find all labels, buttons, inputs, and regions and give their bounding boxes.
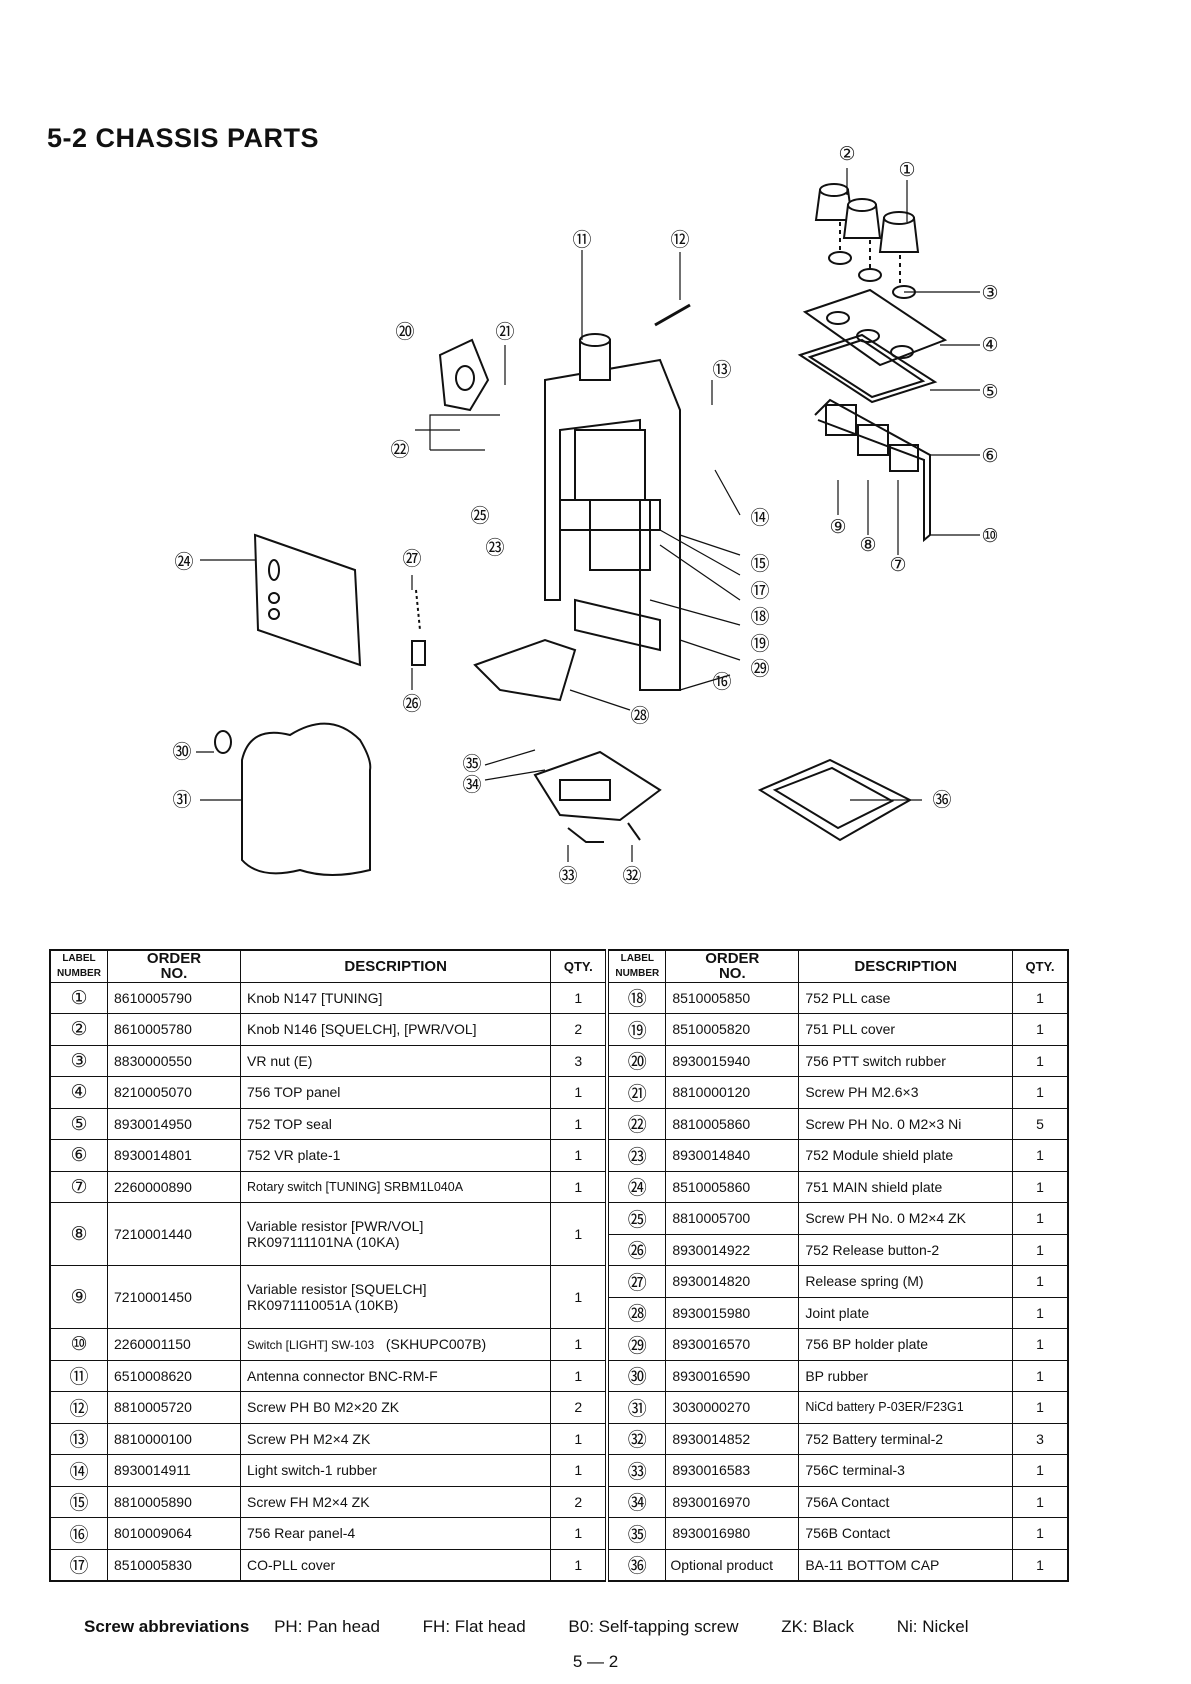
abbr-item: Ni: Nickel bbox=[896, 1617, 969, 1636]
diagram-label: ⑬ bbox=[712, 359, 731, 381]
diagram-label: ⑫ bbox=[670, 229, 689, 251]
diagram-label: ⑤ bbox=[981, 381, 998, 403]
col-qty-header: QTY. bbox=[550, 949, 608, 983]
diagram-label: ㉜ bbox=[622, 865, 641, 887]
col-qty-header: QTY. bbox=[1012, 949, 1069, 983]
diagram-label: ⑭ bbox=[750, 507, 769, 529]
diagram-label: ⑧ bbox=[859, 534, 876, 556]
page-title: 5-2 CHASSIS PARTS bbox=[47, 123, 320, 153]
diagram-label: ⑥ bbox=[981, 445, 998, 467]
diagram-label: ⑨ bbox=[829, 516, 846, 538]
page-number: 5 — 2 bbox=[572, 1652, 619, 1671]
diagram-label: ⑦ bbox=[889, 554, 906, 576]
abbr-item: ZK: Black bbox=[781, 1617, 854, 1636]
diagram-label: ㉘ bbox=[630, 705, 649, 727]
diagram-label: ㉑ bbox=[495, 321, 514, 343]
diagram-label: ⑯ bbox=[712, 671, 731, 693]
abbr-item: FH: Flat head bbox=[422, 1617, 526, 1636]
knob-group bbox=[814, 183, 920, 299]
diagram-label: ㉝ bbox=[558, 865, 577, 887]
diagram-label: ㉕ bbox=[470, 505, 489, 527]
col-description-header: DESCRIPTION bbox=[239, 949, 552, 983]
diagram-label: ㉞ bbox=[462, 774, 481, 796]
abbreviations-heading: Screw abbreviations bbox=[84, 1617, 250, 1636]
diagram-label: ⑪ bbox=[572, 229, 591, 251]
diagram-label: ㉔ bbox=[174, 551, 193, 573]
diagram-label: ㉟ bbox=[462, 753, 481, 775]
diagram-label: ④ bbox=[981, 334, 998, 356]
diagram-label: ③ bbox=[981, 282, 998, 304]
diagram-label: ⑲ bbox=[750, 633, 769, 655]
diagram-label: ㉙ bbox=[750, 658, 769, 680]
exploded-parts-diagram: ② ① ③ ④ ⑤ ⑥ ⑩ ⑨ ⑧ ⑦ ⑪ ⑫ ⑬ ⑳ ㉑ ㉒ ㉕ ㉓ ⑭ ⑮ … bbox=[172, 143, 998, 887]
diagram-label: ㊱ bbox=[932, 789, 951, 811]
diagram-label: ㉗ bbox=[402, 548, 421, 570]
diagram-label: ㉖ bbox=[402, 693, 421, 715]
diagram-label: ⑩ bbox=[981, 525, 998, 547]
diagram-label: ⑱ bbox=[750, 606, 769, 628]
diagram-label: ⑳ bbox=[395, 321, 414, 343]
diagram-label: ② bbox=[838, 143, 855, 165]
diagram-label: ⑮ bbox=[750, 553, 769, 575]
diagram-label: ㉚ bbox=[172, 741, 191, 763]
diagram-label: ㉛ bbox=[172, 789, 191, 811]
diagram-label: ㉓ bbox=[485, 537, 504, 559]
diagram-label: ① bbox=[898, 159, 915, 181]
col-description-header: DESCRIPTION bbox=[798, 949, 1013, 983]
abbr-item: B0: Self-tapping screw bbox=[568, 1617, 739, 1636]
diagram-label: ㉒ bbox=[390, 439, 409, 461]
screw-abbreviations: Screw abbreviations PH: Pan head FH: Fla… bbox=[84, 1617, 969, 1637]
diagram-label: ⑰ bbox=[750, 580, 769, 602]
abbr-item: PH: Pan head bbox=[274, 1617, 380, 1636]
